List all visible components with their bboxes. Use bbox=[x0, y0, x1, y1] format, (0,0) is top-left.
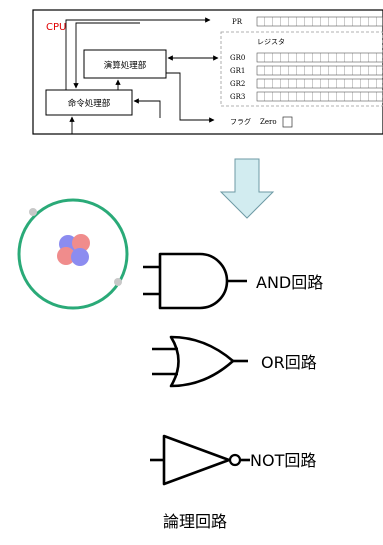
electron bbox=[29, 208, 37, 216]
pr-register bbox=[256, 16, 383, 27]
cpu-connections bbox=[65, 17, 219, 134]
control-unit-box bbox=[45, 89, 133, 116]
register-group-box bbox=[220, 31, 383, 107]
or-gate-label: OR回路 bbox=[261, 353, 317, 372]
zero-flag-label: Zero bbox=[260, 118, 277, 126]
alu-label: 演算処理部 bbox=[104, 60, 147, 71]
down-arrow bbox=[219, 158, 275, 219]
electron-orbit bbox=[17, 198, 129, 310]
and-gate bbox=[143, 252, 247, 310]
flag-label: フラグ bbox=[230, 117, 251, 126]
electron bbox=[114, 278, 122, 286]
register-row bbox=[256, 65, 383, 76]
control-unit-label: 命令処理部 bbox=[68, 98, 111, 109]
nucleus bbox=[57, 234, 90, 266]
register-label: GR3 bbox=[230, 93, 245, 101]
register-label: GR2 bbox=[230, 80, 245, 88]
register-row bbox=[256, 52, 383, 63]
not-gate-label: NOT回路 bbox=[250, 451, 316, 470]
or-gate bbox=[152, 335, 248, 388]
atom-illustration bbox=[17, 198, 129, 310]
register-row bbox=[256, 91, 383, 102]
register-row bbox=[256, 78, 383, 89]
and-gate-label: AND回路 bbox=[256, 273, 323, 292]
cpu-block: CPU レジスタ PR GR0 GR1 GR2 GR3 演算処理部 命令処理部 bbox=[32, 9, 383, 135]
register-label: GR1 bbox=[230, 67, 245, 75]
caption: 論理回路 bbox=[163, 512, 227, 531]
alu-box bbox=[83, 49, 167, 79]
register-label: GR0 bbox=[230, 54, 245, 62]
register-group-label: レジスタ bbox=[257, 37, 285, 46]
zero-flag-box bbox=[282, 116, 293, 128]
not-gate bbox=[150, 434, 250, 486]
pr-label: PR bbox=[232, 18, 243, 26]
cpu-label: CPU bbox=[46, 22, 66, 33]
